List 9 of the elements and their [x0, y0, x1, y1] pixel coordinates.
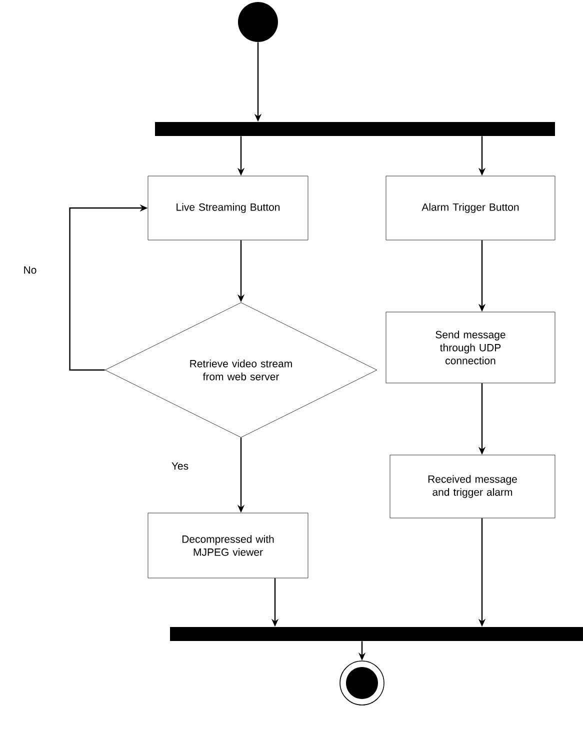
action-box: Send message through UDP connection — [386, 312, 556, 384]
edge-label: Yes — [170, 461, 190, 471]
action-box: Decompressed with MJPEG viewer — [148, 512, 308, 578]
action-box: Received message and trigger alarm — [390, 454, 556, 518]
end-node — [340, 660, 384, 706]
action-box: Alarm Trigger Button — [386, 176, 556, 240]
action-box: Live Streaming Button — [148, 176, 308, 240]
edge-label: No — [22, 265, 38, 275]
start-node — [238, 2, 278, 42]
